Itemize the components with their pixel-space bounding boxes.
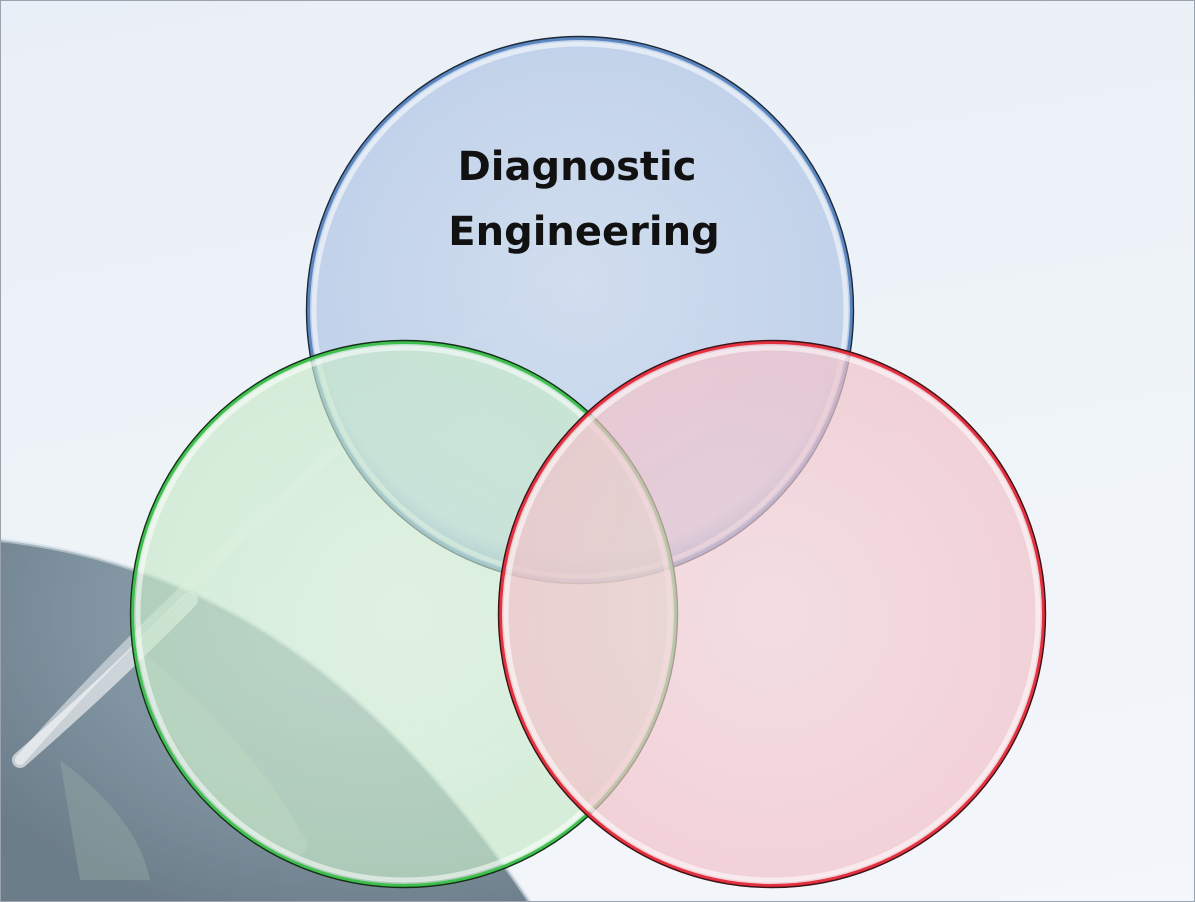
circle-top-label-line-1: Diagnostic [458, 144, 697, 190]
circle-top-label-line-2: Engineering [448, 209, 719, 255]
circle-right [497, 339, 1047, 889]
circle-top-label: Diagnostic Engineering [448, 144, 719, 255]
